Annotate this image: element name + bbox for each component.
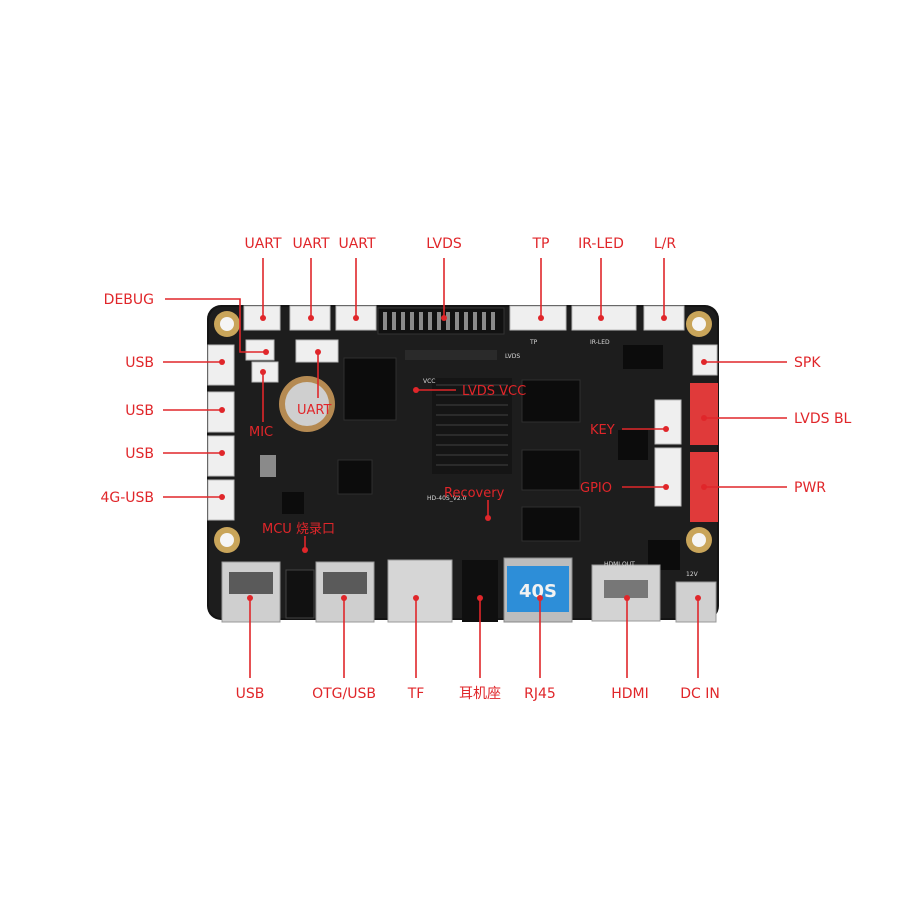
label-4g-usb: 4G-USB: [100, 490, 154, 506]
label-key: KEY: [590, 423, 615, 438]
label-tp: TP: [532, 236, 550, 252]
callout-lines: [163, 258, 787, 678]
label-uart-inner: UART: [297, 403, 331, 418]
board-badge: 40S: [519, 581, 557, 602]
label-lr: L/R: [654, 236, 677, 252]
label-lvds-vcc: LVDS VCC: [462, 384, 526, 399]
right-connectors: [654, 344, 718, 522]
silk-ir-led: IR-LED: [590, 339, 610, 346]
label-uart-1: UART: [244, 236, 282, 252]
silk-power: 12V: [686, 571, 699, 578]
label-usb-left-1: USB: [125, 355, 154, 371]
label-ir-led: IR-LED: [578, 236, 624, 252]
silk-model: HD-40S_V2.0: [427, 495, 467, 502]
label-lvds-bl: LVDS BL: [794, 411, 852, 427]
bottom-connectors: [221, 557, 717, 623]
silk-vcc: VCC: [423, 378, 435, 385]
label-mcu-burn: MCU 烧录口: [262, 522, 335, 537]
top-connectors: [243, 305, 685, 360]
label-rj45: RJ45: [524, 686, 556, 702]
label-hdmi: HDMI: [611, 686, 649, 702]
label-spk: SPK: [794, 355, 821, 371]
label-earphone: 耳机座: [459, 686, 501, 702]
label-dc-in: DC IN: [680, 686, 720, 702]
label-usb-left-3: USB: [125, 446, 154, 462]
label-recovery: Recovery: [444, 486, 505, 501]
label-usb-left-2: USB: [125, 403, 154, 419]
label-gpio: GPIO: [580, 481, 612, 496]
label-lvds: LVDS: [426, 236, 462, 252]
label-mic: MIC: [249, 425, 273, 440]
silk-tp: TP: [529, 339, 538, 346]
callout-labels: UART UART UART LVDS TP IR-LED L/R DEBUG …: [100, 236, 851, 702]
label-debug: DEBUG: [104, 292, 154, 308]
silk-hdmi-out: HDMI OUT: [604, 561, 635, 568]
board-components: [260, 345, 680, 570]
label-pwr: PWR: [794, 480, 826, 496]
label-usb-bottom: USB: [236, 686, 265, 702]
label-uart-3: UART: [338, 236, 376, 252]
label-otg-usb: OTG/USB: [312, 686, 376, 702]
label-uart-2: UART: [292, 236, 330, 252]
label-tf: TF: [407, 686, 425, 702]
silk-lvds: LVDS: [505, 353, 520, 360]
